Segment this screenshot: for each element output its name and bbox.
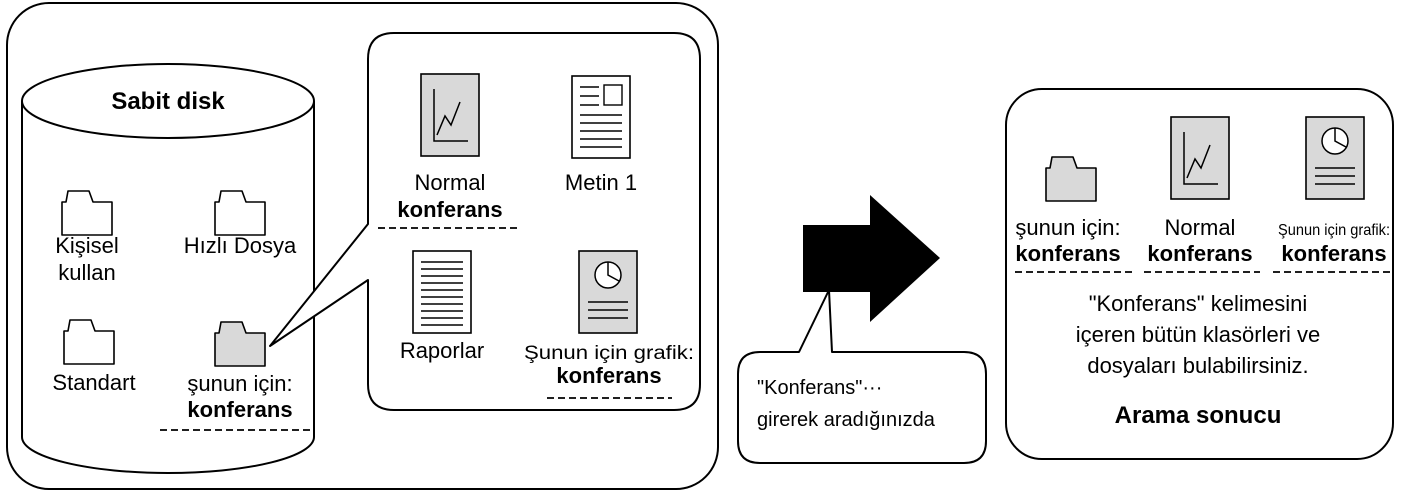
result-label: Şunun için grafik: (1278, 222, 1390, 239)
arrow-right-icon (803, 195, 940, 322)
pie-chart-document-icon (578, 250, 638, 334)
folder-label: Hızlı Dosya (184, 233, 297, 258)
folder-label: kullan (58, 260, 115, 285)
pie-chart-document-icon (1305, 116, 1365, 200)
results-description-line-3: dosyaları bulabilirsiniz. (1087, 353, 1308, 378)
file-item-normal-conference[interactable]: Normal konferans (378, 73, 520, 229)
result-item-folder-conference[interactable]: şunun için: konferans (1015, 156, 1133, 273)
folder-label: şunun için: (187, 371, 292, 396)
result-label-keyword: konferans (1147, 241, 1252, 266)
results-title: Arama sonucu (1115, 402, 1282, 429)
text-document-icon (571, 75, 631, 159)
result-label: şunun için: (1015, 215, 1120, 240)
result-label-keyword: konferans (1281, 241, 1386, 266)
folder-item-conference[interactable]: şunun için: konferans (160, 321, 314, 431)
search-callout-line-1: "Konferans"··· (757, 377, 882, 399)
file-label: Şunun için grafik: (524, 343, 694, 364)
folder-item-personal[interactable]: Kişisel kullan (55, 190, 119, 285)
folder-label: Standart (52, 370, 135, 395)
report-document-icon (412, 250, 472, 334)
folder-label-keyword: konferans (187, 397, 292, 422)
file-item-reports[interactable]: Raporlar (400, 250, 484, 363)
file-item-text-1[interactable]: Metin 1 (565, 75, 637, 195)
disk-title: Sabit disk (111, 88, 225, 115)
folder-item-quick-file[interactable]: Hızlı Dosya (184, 190, 297, 258)
result-label: Normal (1165, 215, 1236, 240)
file-label: Metin 1 (565, 170, 637, 195)
results-panel-frame (1005, 88, 1394, 460)
result-label-keyword: konferans (1015, 241, 1120, 266)
line-chart-document-icon (420, 73, 480, 157)
file-label: Raporlar (400, 338, 484, 363)
folder-label: Kişisel (55, 233, 119, 258)
file-label-keyword: konferans (556, 363, 661, 388)
file-label-keyword: konferans (397, 197, 502, 222)
result-item-normal-conference[interactable]: Normal konferans (1144, 116, 1260, 273)
line-chart-document-icon (1170, 116, 1230, 200)
folder-item-standard[interactable]: Standart (52, 319, 136, 395)
file-label: Normal (415, 170, 486, 195)
search-callout-line-2: girerek aradığınızda (757, 409, 936, 431)
result-item-chart-conference[interactable]: Şunun için grafik: konferans (1273, 116, 1390, 273)
results-description-line-2: içeren bütün klasörleri ve (1076, 322, 1321, 347)
results-description-line-1: "Konferans" kelimesini (1089, 291, 1308, 316)
search-callout (737, 289, 987, 464)
file-item-chart-conference[interactable]: Şunun için grafik: konferans (524, 250, 694, 399)
